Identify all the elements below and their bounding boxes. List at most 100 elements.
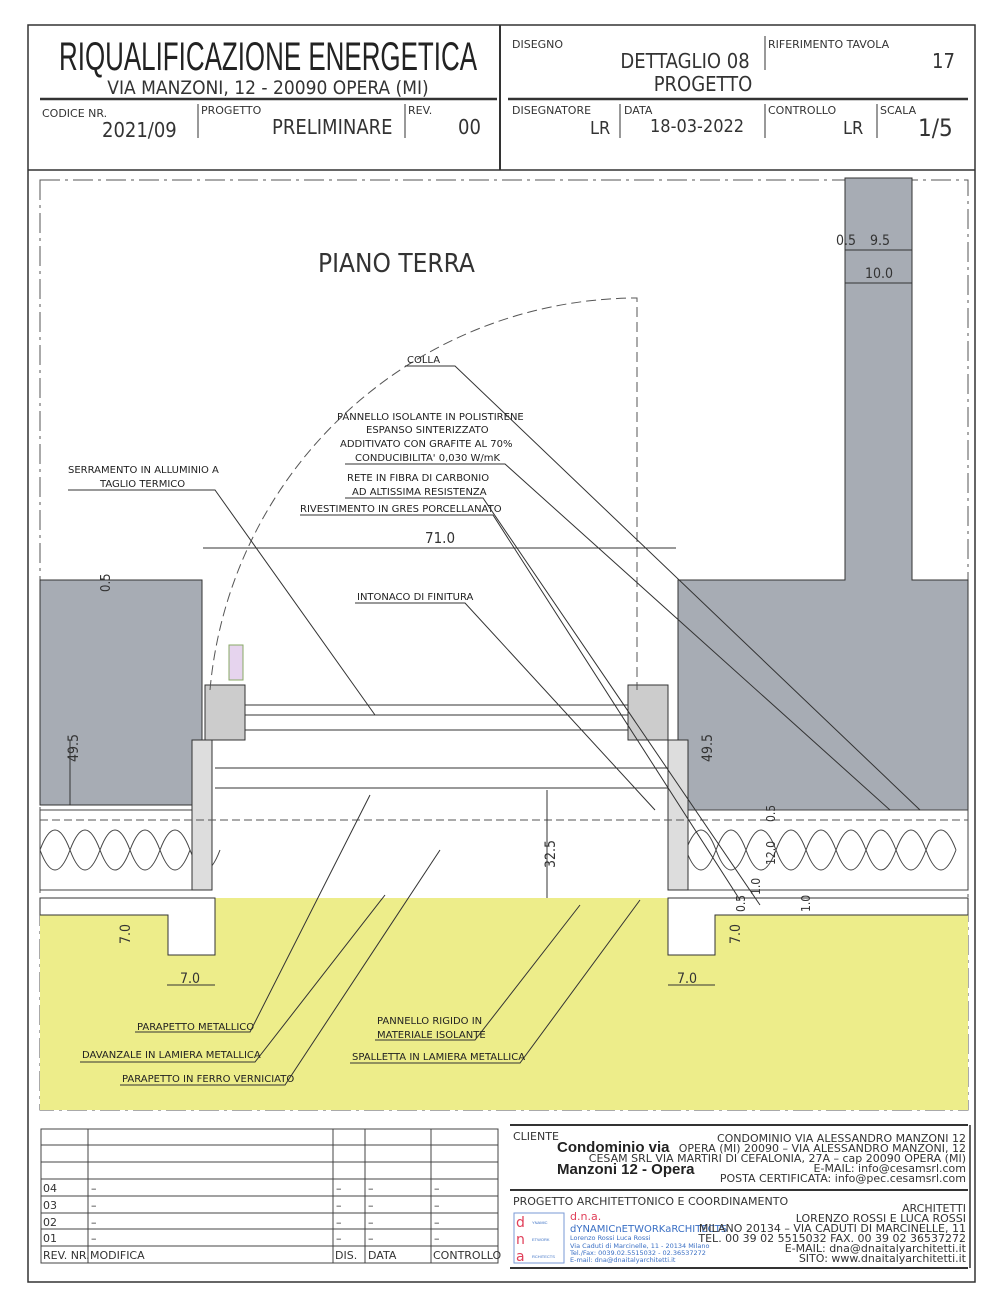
cliente-info-line: CESAM SRL VIA MARTIRI DI CEFALONIA, 27A …	[589, 1152, 966, 1165]
label-intonaco: INTONACO DI FINITURA	[357, 592, 474, 603]
cliente-info: CONDOMINIO VIA ALESSANDRO MANZONI 12 OPE…	[589, 1132, 966, 1185]
dna-title: d.n.a.	[570, 1210, 601, 1223]
rev-header: CONTROLLO	[433, 1249, 501, 1262]
dim-1-0-b: 1.0	[799, 895, 813, 912]
progetto-label: PROGETTO	[201, 104, 262, 117]
controllo-label: CONTROLLO	[768, 104, 836, 117]
disegno-label: DISEGNO	[512, 38, 563, 51]
rev-cell: –	[336, 1216, 342, 1229]
label-pannello-4: CONDUCIBILITA' 0,030 W/mK	[355, 453, 501, 464]
dim-7-0-d: 7.0	[677, 971, 697, 987]
drawing-title: PIANO TERRA	[318, 249, 475, 279]
label-rete-1: RETE IN FIBRA DI CARBONIO	[347, 473, 489, 484]
label-parapetto-ferro: PARAPETTO IN FERRO VERNICIATO	[122, 1074, 294, 1085]
dim-7-0-b: 7.0	[180, 971, 200, 987]
insulation-layer	[39, 809, 969, 891]
label-pannello-3: ADDITIVATO CON GRAFITE AL 70%	[340, 439, 512, 450]
window-sill	[39, 644, 969, 956]
dim-9-5: 9.5	[870, 233, 890, 249]
disegnatore-label: DISEGNATORE	[512, 104, 591, 117]
client-block-lines	[510, 1124, 971, 1269]
progetto-info-line: TEL. 00 39 02 5515032 FAX. 00 39 02 3653…	[697, 1232, 966, 1245]
rev-cell: –	[368, 1182, 374, 1195]
progetto-info: ARCHITETTI LORENZO ROSSI E LUCA ROSSI MI…	[697, 1202, 966, 1265]
label-pannello-2: ESPANSO SINTERIZZATO	[366, 425, 489, 436]
rev-cell: –	[368, 1216, 374, 1229]
riferimento-value: 17	[932, 49, 955, 73]
dim-0-5-d: 0.5	[734, 895, 748, 912]
progetto-info-line: MILANO 20134 – VIA CADUTI DI MARCINELLE,…	[699, 1222, 966, 1235]
controllo-value: LR	[843, 118, 863, 139]
scala-label: SCALA	[880, 104, 917, 117]
rev-header: MODIFICA	[90, 1249, 145, 1262]
data-label: DATA	[624, 104, 653, 117]
door-swing	[209, 297, 638, 691]
rev-label: REV.	[408, 104, 432, 117]
dim-32-5: 32.5	[543, 840, 559, 868]
label-davanzale: DAVANZALE IN LAMIERA METALLICA	[82, 1050, 261, 1061]
rev-cell: –	[91, 1232, 97, 1245]
progetto-info-line: ARCHITETTI	[902, 1202, 966, 1215]
rev-cell: –	[434, 1182, 440, 1195]
label-serramento-1: SERRAMENTO IN ALLUMINIO A	[68, 465, 219, 476]
rev-cell: –	[336, 1232, 342, 1245]
dim-1-0-a: 1.0	[749, 878, 763, 895]
codice-label: CODICE NR.	[42, 107, 107, 120]
logo-word: ETWORK	[532, 1237, 550, 1242]
dna-lines: Lorenzo Rossi Luca Rossi Via Caduti di M…	[569, 1234, 710, 1264]
dna-logo: d n a YNAMIC ETWORK RCHITECTS	[513, 1212, 565, 1265]
logo-letter: d	[516, 1215, 525, 1231]
label-parapetto-metallico: PARAPETTO METALLICO	[137, 1022, 254, 1033]
rev-header: DATA	[368, 1249, 397, 1262]
label-serramento-2: TAGLIO TERMICO	[99, 479, 185, 490]
dim-7-0-a: 7.0	[118, 924, 134, 944]
label-spalletta: SPALLETTA IN LAMIERA METALLICA	[352, 1052, 525, 1063]
dim-12-0: 12.0	[764, 841, 778, 865]
rev-cell: 03	[43, 1199, 57, 1212]
riferimento-label: RIFERIMENTO TAVOLA	[768, 38, 890, 51]
dim-10-0: 10.0	[865, 266, 893, 282]
label-rete-2: AD ALTISSIMA RESISTENZA	[352, 487, 487, 498]
progetto-info-line: SITO: www.dnaitalyarchitetti.it	[799, 1252, 967, 1265]
dim-49-5-left: 49.5	[66, 734, 82, 762]
revision-table-text: 04 – – – – 03 – – – – 02 – – – – 01 – – …	[43, 1182, 501, 1262]
rev-cell: 04	[43, 1182, 57, 1195]
revision-table	[40, 1128, 499, 1264]
label-colla: COLLA	[407, 355, 440, 366]
cliente-info-line: POSTA CERTIFICATA: info@pec.cesamsrl.com	[720, 1172, 966, 1185]
dim-0-5: 0.5	[836, 233, 856, 249]
logo-letter: a	[516, 1249, 525, 1265]
leader-lines	[68, 365, 921, 1086]
disegno-line1: DETTAGLIO 08	[620, 49, 749, 73]
cliente-info-line: E-MAIL: info@cesamsrl.com	[814, 1162, 966, 1175]
rev-header: DIS.	[335, 1249, 357, 1262]
rev-cell: –	[91, 1199, 97, 1212]
logo-word: YNAMIC	[532, 1220, 548, 1225]
dim-7-0-c: 7.0	[728, 924, 744, 944]
label-rivestimento: RIVESTIMENTO IN GRES PORCELLANATO	[300, 504, 502, 515]
rev-cell: –	[336, 1182, 342, 1195]
disegno-line2: PROGETTO	[654, 72, 753, 96]
rev-cell: –	[336, 1199, 342, 1212]
project-title: RIQUALIFICAZIONE ENERGETICA	[59, 35, 477, 79]
dna-line: Lorenzo Rossi Luca Rossi	[570, 1234, 651, 1242]
rev-value: 00	[458, 115, 481, 139]
dim-71-0: 71.0	[425, 529, 455, 547]
annotations: COLLA PANNELLO ISOLANTE IN POLISTIRENE E…	[68, 355, 525, 1085]
dim-0-5-c: 0.5	[764, 805, 778, 822]
rev-cell: –	[434, 1232, 440, 1245]
progetto-info-line: LORENZO ROSSI E LUCA ROSSI	[796, 1212, 966, 1225]
cliente-label: CLIENTE	[513, 1130, 559, 1143]
label-pannello-1: PANNELLO ISOLANTE IN POLISTIRENE	[337, 412, 524, 423]
rev-header: REV. NR.	[43, 1249, 90, 1262]
label-pannello-rigido-1: PANNELLO RIGIDO IN	[377, 1016, 482, 1027]
cliente-name-2: Manzoni 12 - Opera	[557, 1161, 695, 1178]
progetto-info-line: E-MAIL: dna@dnaitalyarchitetti.it	[785, 1242, 967, 1255]
dna-line: Tel./Fax: 0039.02.5515032 - 02.36537272	[569, 1249, 706, 1257]
title-block-header	[28, 25, 975, 171]
data-value: 18-03-2022	[650, 116, 744, 137]
rev-cell: 02	[43, 1216, 57, 1229]
project-address: VIA MANZONI, 12 - 20090 OPERA (MI)	[107, 77, 428, 99]
disegnatore-value: LR	[590, 118, 610, 139]
cliente-name-1: Condominio via	[557, 1139, 670, 1156]
